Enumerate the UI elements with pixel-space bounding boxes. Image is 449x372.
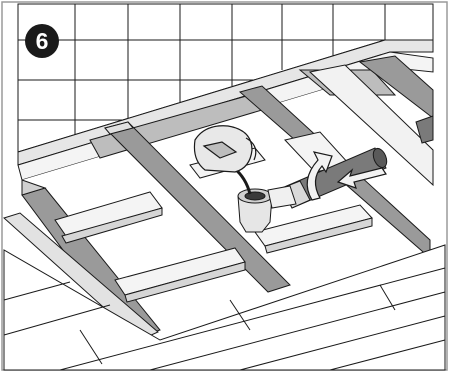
- step-number-badge: 6: [25, 24, 59, 58]
